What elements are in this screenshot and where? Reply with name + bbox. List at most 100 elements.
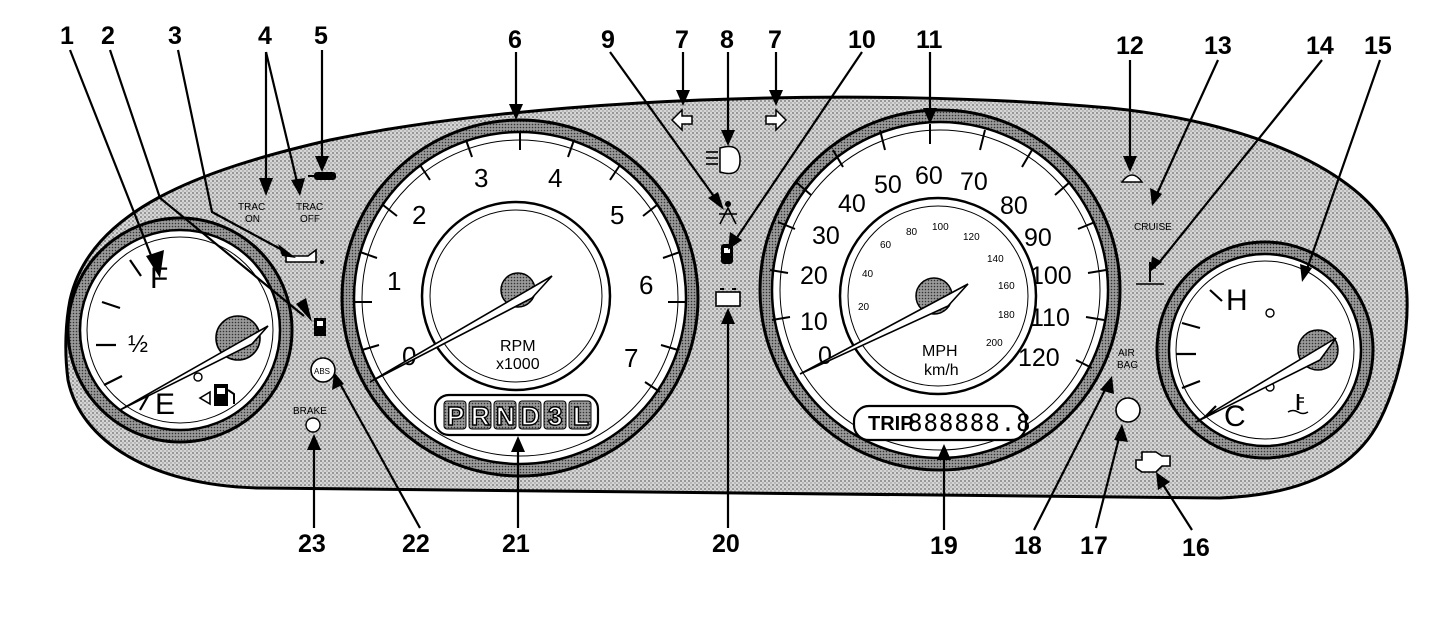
trac-off-line2: OFF bbox=[300, 214, 320, 225]
leader-22 bbox=[337, 379, 421, 529]
mph-tick-110: 110 bbox=[1030, 304, 1070, 332]
left-turn-signal-icon bbox=[670, 108, 693, 132]
callout-arrowheads bbox=[146, 90, 1312, 490]
callout-6: 6 bbox=[508, 26, 522, 54]
callout-15: 15 bbox=[1364, 32, 1392, 60]
callout-10: 10 bbox=[848, 26, 876, 54]
gear-p: P bbox=[447, 401, 464, 431]
trip-odometer-display: TRIP 888888.8 bbox=[852, 404, 1032, 442]
gear-d: D bbox=[521, 401, 540, 431]
abs-label: ABS bbox=[314, 367, 330, 376]
mph-tick-100: 100 bbox=[1030, 262, 1072, 290]
callout-4: 4 bbox=[258, 22, 272, 50]
callout-1: 1 bbox=[60, 22, 74, 50]
trac-off-line1: TRAC bbox=[296, 202, 323, 213]
leader-14 bbox=[1157, 59, 1323, 265]
tachometer: 0 1 2 3 4 5 6 7 RPM x1000 P R N D 3 L bbox=[340, 118, 700, 478]
mph-tick-20: 20 bbox=[800, 262, 828, 290]
callout-23: 23 bbox=[298, 530, 326, 558]
temp-needle bbox=[1195, 337, 1337, 423]
right-turn-signal-icon bbox=[765, 108, 788, 132]
fuel-empty-label: E bbox=[155, 388, 175, 421]
low-washer-fluid-icon bbox=[1120, 174, 1144, 183]
kmh-tick-140: 140 bbox=[987, 254, 1004, 265]
fuel-gauge: F ½ E bbox=[66, 216, 294, 444]
leader-10 bbox=[733, 51, 863, 243]
callout-3: 3 bbox=[168, 22, 182, 50]
tach-tick-4: 4 bbox=[548, 163, 562, 193]
callout-8: 8 bbox=[720, 26, 734, 54]
leader-3 bbox=[176, 49, 287, 253]
callout-12: 12 bbox=[1116, 32, 1144, 60]
mph-tick-30: 30 bbox=[812, 222, 840, 250]
kmh-tick-80: 80 bbox=[906, 227, 918, 238]
callout-22: 22 bbox=[402, 530, 430, 558]
traction-control-off-indicator: TRAC OFF bbox=[296, 202, 323, 225]
trip-digits: 888888.8 bbox=[908, 409, 1032, 437]
battery-icon bbox=[715, 288, 741, 307]
leader-9 bbox=[609, 51, 719, 203]
low-fuel-icon bbox=[314, 318, 326, 336]
callout-7-left: 7 bbox=[675, 26, 689, 54]
mph-tick-10: 10 bbox=[800, 308, 828, 336]
tach-tick-1: 1 bbox=[387, 266, 401, 296]
gear-r: R bbox=[471, 401, 490, 431]
mph-tick-90: 90 bbox=[1024, 224, 1052, 252]
callout-leaders bbox=[68, 49, 1382, 531]
kmh-tick-200: 200 bbox=[986, 338, 1003, 349]
mph-tick-50: 50 bbox=[874, 171, 902, 199]
trip-label: TRIP bbox=[868, 413, 914, 435]
speed-unit-mph: MPH bbox=[922, 343, 958, 360]
tach-unit-rpm: RPM bbox=[500, 338, 536, 355]
mph-tick-80: 80 bbox=[1000, 192, 1028, 220]
kmh-tick-160: 160 bbox=[998, 281, 1015, 292]
temp-cold-label: C bbox=[1224, 400, 1246, 433]
trac-on-line2: ON bbox=[245, 214, 260, 225]
callout-18: 18 bbox=[1014, 532, 1042, 560]
tach-unit-x1000: x1000 bbox=[496, 356, 540, 373]
mph-tick-120: 120 bbox=[1018, 344, 1060, 372]
air-bag-line1: AIR bbox=[1118, 348, 1135, 359]
leader-4b bbox=[264, 51, 300, 187]
callout-14: 14 bbox=[1306, 32, 1334, 60]
callout-20: 20 bbox=[712, 530, 740, 558]
kmh-tick-180: 180 bbox=[998, 310, 1015, 321]
callout-17: 17 bbox=[1080, 532, 1108, 560]
abs-indicator: ABS bbox=[310, 357, 336, 383]
fuel-pump-icon bbox=[198, 384, 235, 406]
gear-n: N bbox=[496, 401, 515, 431]
tach-tick-6: 6 bbox=[639, 270, 653, 300]
kmh-tick-40: 40 bbox=[862, 269, 874, 280]
callout-11: 11 bbox=[916, 26, 943, 54]
leader-17 bbox=[1094, 433, 1122, 529]
leader-18 bbox=[1033, 383, 1109, 531]
mph-tick-70: 70 bbox=[960, 168, 988, 196]
kmh-tick-20: 20 bbox=[858, 302, 870, 313]
seat-belt-icon bbox=[719, 201, 737, 225]
gear-l: L bbox=[573, 401, 589, 431]
air-bag-line2: BAG bbox=[1117, 360, 1138, 371]
high-beam-icon bbox=[706, 145, 741, 175]
temperature-gauge: H C bbox=[1155, 240, 1375, 460]
speed-needle bbox=[799, 283, 969, 375]
callout-7-right: 7 bbox=[768, 26, 782, 54]
fuel-half-label: ½ bbox=[128, 331, 148, 358]
coolant-temp-icon bbox=[1287, 394, 1309, 415]
callout-16: 16 bbox=[1182, 534, 1210, 562]
callout-9: 9 bbox=[601, 26, 615, 54]
trac-on-line1: TRAC bbox=[238, 202, 265, 213]
leader-13 bbox=[1154, 59, 1220, 197]
brake-label: BRAKE bbox=[293, 406, 327, 417]
cruise-indicator: CRUISE bbox=[1134, 222, 1172, 233]
callout-2: 2 bbox=[101, 22, 115, 50]
check-engine-icon bbox=[1135, 451, 1171, 473]
tach-needle bbox=[369, 275, 553, 383]
low-tire-pressure-icon bbox=[1115, 397, 1141, 423]
brake-indicator: BRAKE bbox=[293, 406, 327, 433]
callout-21: 21 bbox=[502, 530, 530, 558]
leader-16 bbox=[1159, 479, 1193, 531]
mph-tick-0: 0 bbox=[818, 342, 832, 370]
callout-19: 19 bbox=[930, 532, 958, 560]
tach-tick-7: 7 bbox=[624, 343, 638, 373]
traction-control-on-indicator: TRAC ON bbox=[238, 202, 265, 225]
